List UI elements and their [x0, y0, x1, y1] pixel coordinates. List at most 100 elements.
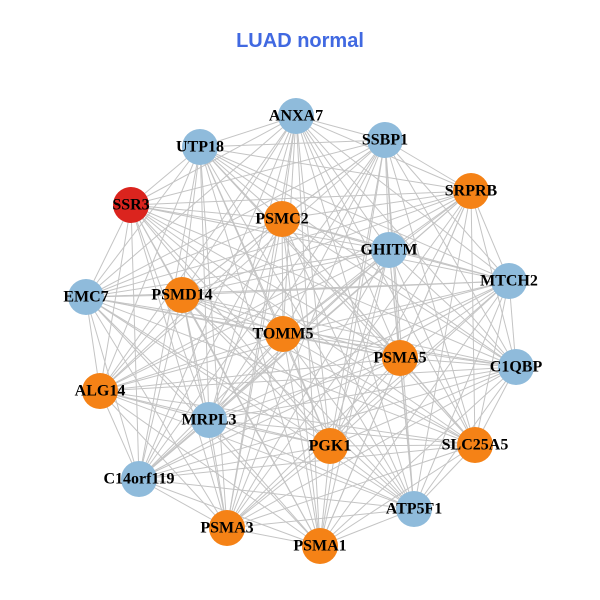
edge-SRPRB-EMC7: [85, 190, 472, 298]
edge-MTCH2-PSMD14: [181, 280, 510, 296]
edge-PSMD14-ALG14: [99, 294, 183, 392]
edge-PSMC2-PSMD14: [181, 218, 283, 296]
edge-SSR3-TOMM5: [130, 204, 284, 335]
edge-PSMD14-C14orf119: [138, 294, 183, 480]
node-circle-C1QBP: [498, 349, 534, 385]
edge-SSR3-ALG14: [99, 204, 132, 392]
edge-C1QBP-PGK1: [329, 366, 517, 447]
edge-ANXA7-ALG14: [99, 115, 297, 392]
node-circle-PSMA3: [209, 510, 245, 546]
node-circle-MRPL3: [191, 402, 227, 438]
node-circle-ALG14: [82, 373, 118, 409]
edge-PSMC2-PSMA1: [281, 218, 321, 547]
edge-SSBP1-PGK1: [329, 139, 386, 447]
edge-TOMM5-PSMA3: [226, 333, 284, 529]
node-circle-GHITM: [371, 232, 407, 268]
edge-ALG14-SLC25A5: [99, 390, 476, 446]
edge-MRPL3-SLC25A5: [208, 419, 476, 446]
edge-SSR3-C14orf119: [130, 204, 140, 480]
edge-PSMA5-PGK1: [329, 357, 401, 447]
edge-ANXA7-C1QBP: [295, 115, 517, 368]
edge-PSMA5-MRPL3: [208, 357, 401, 421]
edge-EMC7-ATP5F1: [85, 296, 415, 510]
node-circle-MTCH2: [491, 263, 527, 299]
edge-SRPRB-C14orf119: [138, 190, 472, 480]
node-circle-TOMM5: [265, 316, 301, 352]
edge-SRPRB-SSR3: [130, 190, 472, 206]
edge-SSBP1-ATP5F1: [384, 139, 415, 510]
edge-TOMM5-PGK1: [282, 333, 331, 447]
node-circle-ATP5F1: [396, 491, 432, 527]
node-circle-SSBP1: [367, 122, 403, 158]
edge-MTCH2-PGK1: [329, 280, 510, 447]
edge-GHITM-PSMA1: [319, 249, 390, 547]
plot-title: LUAD normal: [236, 30, 364, 52]
edge-ALG14-ATP5F1: [99, 390, 415, 510]
node-label-ATP5F1: ATP5F1: [386, 501, 443, 518]
edge-C1QBP-MRPL3: [208, 366, 517, 421]
edge-GHITM-PGK1: [329, 249, 390, 447]
edge-PSMA5-C14orf119: [138, 357, 401, 480]
edge-C1QBP-PSMA1: [319, 366, 517, 547]
edge-SLC25A5-PSMA1: [319, 444, 476, 547]
edge-SRPRB-ATP5F1: [413, 190, 472, 510]
edge-SSR3-SLC25A5: [130, 204, 476, 446]
edge-UTP18-SLC25A5: [199, 146, 476, 446]
edge-SLC25A5-C14orf119: [138, 444, 476, 480]
edge-GHITM-ALG14: [99, 249, 390, 392]
edge-SRPRB-SLC25A5: [470, 190, 476, 446]
edge-PSMD14-SLC25A5: [181, 294, 476, 446]
edge-GHITM-MTCH2: [388, 249, 510, 282]
edge-ANXA7-SSR3: [130, 115, 297, 206]
edge-SRPRB-PSMD14: [181, 190, 472, 296]
edge-PGK1-PSMA3: [226, 445, 331, 529]
node-label-C14orf119: C14orf119: [103, 471, 174, 488]
edge-MRPL3-PGK1: [208, 419, 331, 447]
edge-TOMM5-SLC25A5: [282, 333, 476, 446]
edge-PSMC2-TOMM5: [281, 218, 284, 335]
edge-SSBP1-EMC7: [85, 139, 386, 298]
edge-SRPRB-PSMA3: [226, 190, 472, 529]
edge-MTCH2-ATP5F1: [413, 280, 510, 510]
edge-PSMA3-ATP5F1: [226, 508, 415, 529]
node-label-PSMA5: PSMA5: [373, 350, 426, 367]
edge-MRPL3-PSMA1: [208, 419, 321, 547]
edge-PSMC2-C1QBP: [281, 218, 517, 368]
edge-EMC7-MRPL3: [85, 296, 210, 421]
node-circle-SSR3: [113, 187, 149, 223]
edge-SSBP1-MRPL3: [208, 139, 386, 421]
node-circle-PSMA1: [302, 528, 338, 564]
node-circle-C14orf119: [121, 461, 157, 497]
node-label-PSMC2: PSMC2: [255, 211, 308, 228]
node-label-C1QBP: C1QBP: [490, 359, 543, 376]
node-circle-SRPRB: [453, 173, 489, 209]
edge-PGK1-SLC25A5: [329, 444, 476, 447]
node-label-SSBP1: SSBP1: [362, 132, 408, 149]
edge-SSBP1-SLC25A5: [384, 139, 476, 446]
edge-PSMD14-C1QBP: [181, 294, 517, 368]
edge-GHITM-EMC7: [85, 249, 390, 298]
edge-SSBP1-C1QBP: [384, 139, 517, 368]
node-circle-UTP18: [182, 129, 218, 165]
edge-GHITM-SLC25A5: [388, 249, 476, 446]
edge-GHITM-TOMM5: [282, 249, 390, 335]
edge-MTCH2-ALG14: [99, 280, 510, 392]
edge-SSBP1-PSMA1: [319, 139, 386, 547]
edge-TOMM5-PSMA5: [282, 333, 401, 359]
node-circle-PSMD14: [164, 277, 200, 313]
edge-TOMM5-ALG14: [99, 333, 284, 392]
edge-SSR3-C1QBP: [130, 204, 517, 368]
edge-UTP18-PSMC2: [199, 146, 283, 220]
edge-SSBP1-UTP18: [199, 139, 386, 148]
edge-ANXA7-ATP5F1: [295, 115, 415, 510]
node-circle-SLC25A5: [457, 427, 493, 463]
edge-PSMC2-EMC7: [85, 218, 283, 298]
edge-C1QBP-PSMA3: [226, 366, 517, 529]
node-label-GHITM: GHITM: [361, 242, 418, 259]
node-circle-PSMA5: [382, 340, 418, 376]
node-label-SRPRB: SRPRB: [445, 183, 498, 200]
edge-SSBP1-GHITM: [384, 139, 390, 251]
edge-EMC7-C1QBP: [85, 296, 517, 368]
